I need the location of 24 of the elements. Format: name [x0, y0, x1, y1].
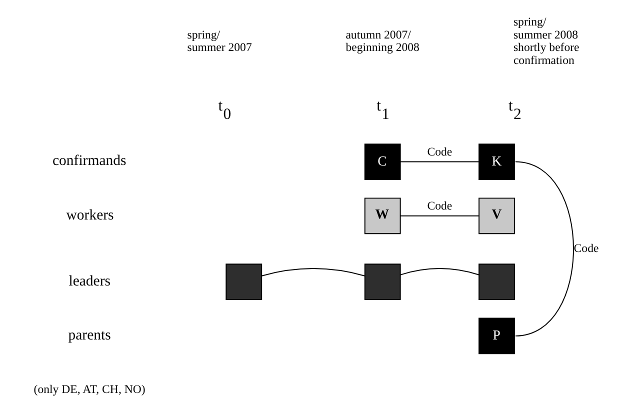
- node-box: W: [364, 198, 400, 234]
- node-box: [364, 264, 400, 300]
- edge-label: Code: [573, 240, 598, 255]
- node-box: V: [478, 198, 514, 234]
- connector: [260, 268, 365, 276]
- edge-label: Code: [426, 144, 452, 158]
- label: autumn 2007/ beginning 2008: [345, 27, 419, 54]
- label: parents: [68, 327, 110, 344]
- edge-label: Code: [426, 198, 452, 213]
- label: spring/ summer 2007: [186, 27, 252, 54]
- node-box: [225, 264, 262, 300]
- label: leaders: [68, 273, 110, 290]
- node-box: P: [478, 318, 514, 354]
- connector: [399, 268, 479, 276]
- connector: [399, 215, 479, 216]
- connector: [514, 161, 574, 336]
- connector: [399, 161, 479, 162]
- label: workers: [66, 207, 114, 224]
- node-box: K: [478, 144, 514, 180]
- label: spring/ summer 2008 shortly before confirmation: [512, 14, 579, 67]
- label: (only DE, AT, CH, NO): [33, 382, 145, 396]
- label: confirmands: [52, 153, 126, 170]
- node-box: [478, 264, 514, 300]
- node-box: C: [364, 144, 400, 180]
